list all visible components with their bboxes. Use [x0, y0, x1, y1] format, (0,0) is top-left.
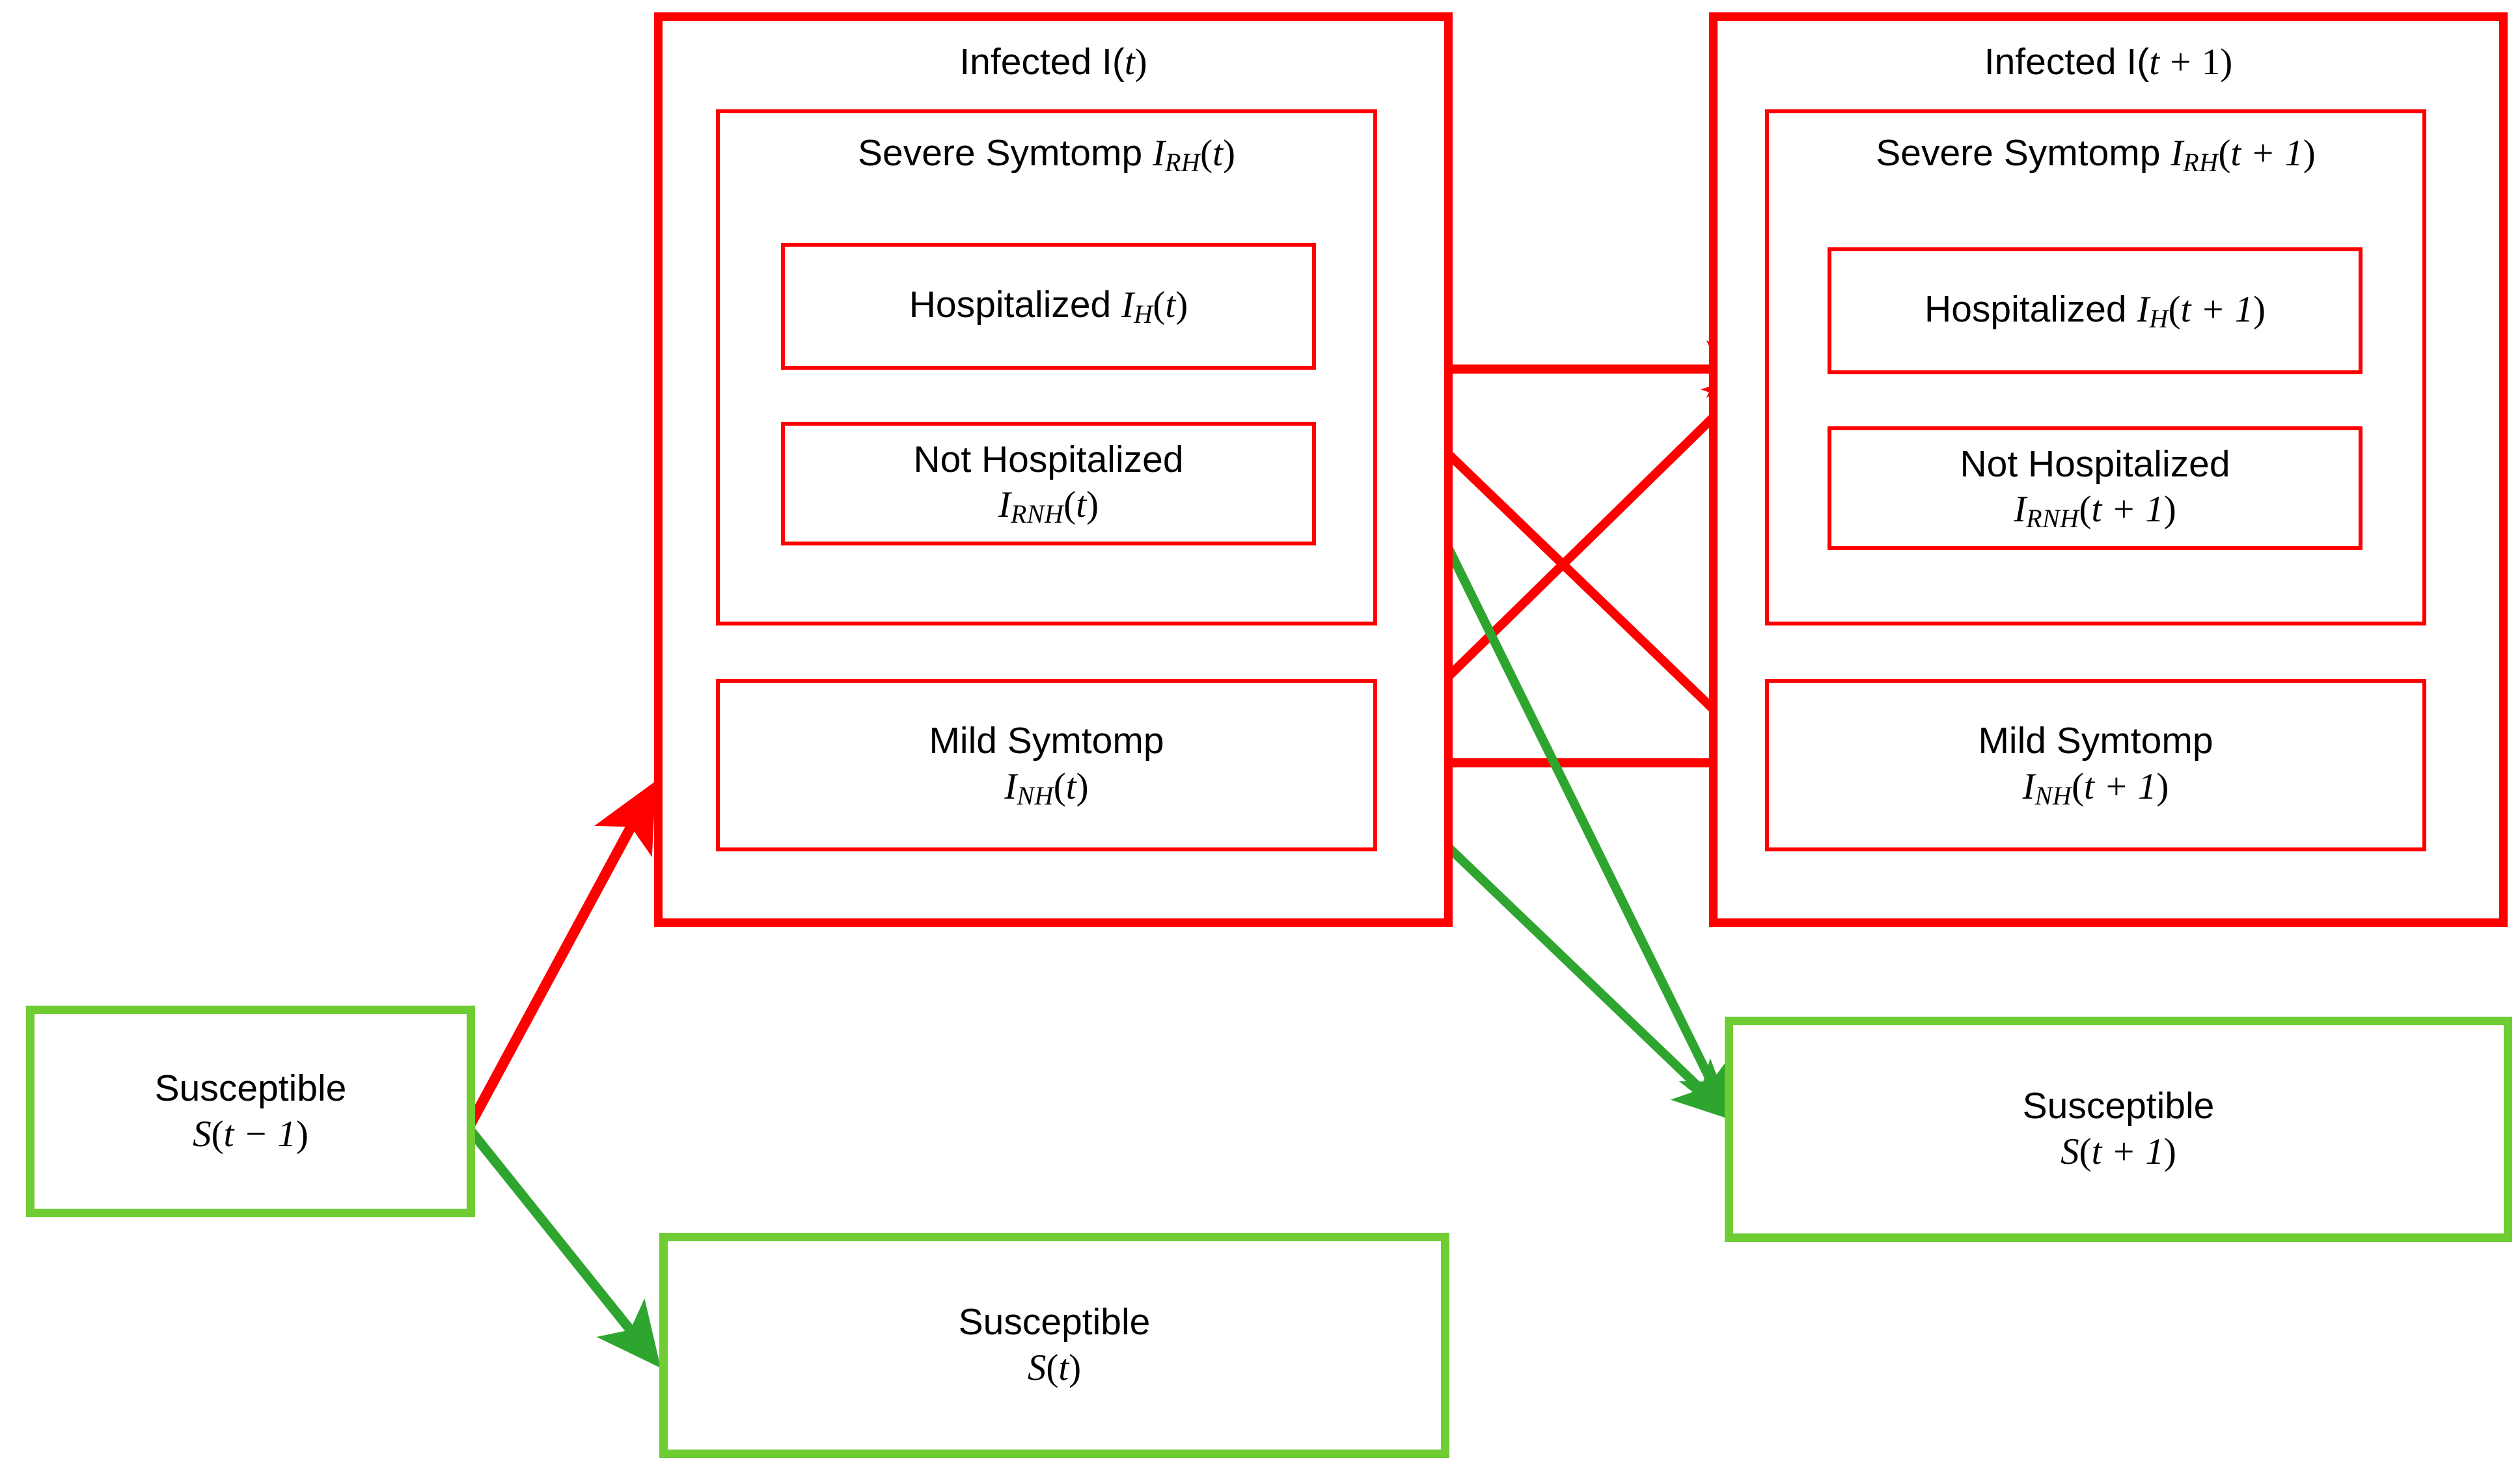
node-not-hospitalized-t-label: Not Hospitalized IRNH(t) — [913, 438, 1184, 529]
node-not-hospitalized-t[interactable]: Not Hospitalized IRNH(t) — [781, 422, 1316, 545]
node-mild-symtomp-t[interactable]: Mild Symtomp INH(t) — [716, 679, 1377, 851]
node-not-hospitalized-t1-label: Not Hospitalized IRNH(t + 1) — [1960, 443, 2230, 533]
edge-susceptible-tm1-to-infected-t — [465, 780, 656, 1127]
node-susceptible-t1[interactable]: Susceptible S(t + 1) — [1725, 1017, 2512, 1242]
node-mild-symtomp-t-label: Mild Symtomp INH(t) — [929, 720, 1164, 810]
node-not-hospitalized-t1[interactable]: Not Hospitalized IRNH(t + 1) — [1828, 426, 2362, 550]
node-hospitalized-t[interactable]: Hospitalized IH(t) — [781, 243, 1316, 370]
node-mild-symtomp-t1[interactable]: Mild Symtomp INH(t + 1) — [1765, 679, 2426, 851]
node-susceptible-t-label: Susceptible S(t) — [958, 1301, 1151, 1388]
node-susceptible-t1-label: Susceptible S(t + 1) — [2022, 1085, 2215, 1172]
node-severe-symtomp-t-label: Severe Symtomp IRH(t) — [858, 132, 1235, 177]
node-infected-t1-label: Infected I(t + 1) — [1984, 41, 2233, 83]
node-hospitalized-t1-label: Hospitalized IH(t + 1) — [1924, 288, 2266, 333]
node-severe-symtomp-t1-label: Severe Symtomp IRH(t + 1) — [1876, 132, 2316, 177]
node-susceptible-tm1[interactable]: Susceptible S(t − 1) — [26, 1006, 475, 1217]
node-susceptible-t[interactable]: Susceptible S(t) — [659, 1233, 1449, 1458]
node-hospitalized-t-label: Hospitalized IH(t) — [909, 283, 1188, 329]
node-susceptible-tm1-label: Susceptible S(t − 1) — [154, 1067, 347, 1155]
node-infected-t-label: Infected I(t) — [959, 41, 1147, 83]
node-hospitalized-t1[interactable]: Hospitalized IH(t + 1) — [1828, 247, 2362, 374]
node-mild-symtomp-t1-label: Mild Symtomp INH(t + 1) — [1978, 720, 2213, 810]
edge-susceptible-tm1-to-susceptible-t — [467, 1127, 661, 1368]
